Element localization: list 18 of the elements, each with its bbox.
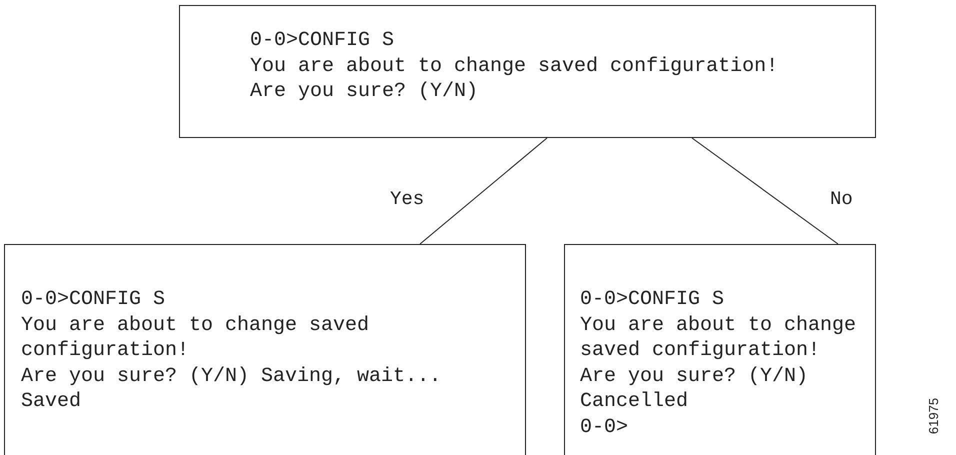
terminal-text: Are you sure? (Y/N) Saving, wait... [21, 364, 442, 389]
figure-number: 61975 [927, 398, 942, 434]
terminal-text: Are you sure? (Y/N) [580, 364, 808, 389]
terminal-box [4, 244, 526, 455]
terminal-text: You are about to change saved configuration! [250, 54, 778, 79]
terminal-text: 0-0>CONFIG S [580, 287, 724, 312]
connector-line [692, 138, 838, 244]
connector-line [420, 138, 548, 244]
terminal-text: 0-0> [580, 414, 628, 440]
terminal-text: Saved [21, 389, 82, 414]
terminal-text: Cancelled [580, 389, 688, 414]
terminal-text: Are you sure? (Y/N) [250, 79, 478, 104]
terminal-text: You are about to change saved configuration! [580, 312, 858, 364]
terminal-box [179, 5, 876, 138]
terminal-text: You are about to change saved configuration! [21, 312, 370, 364]
terminal-text: 0-0>CONFIG S [250, 28, 394, 54]
terminal-text: 0-0>CONFIG S [21, 287, 166, 312]
terminal-box [564, 244, 876, 455]
